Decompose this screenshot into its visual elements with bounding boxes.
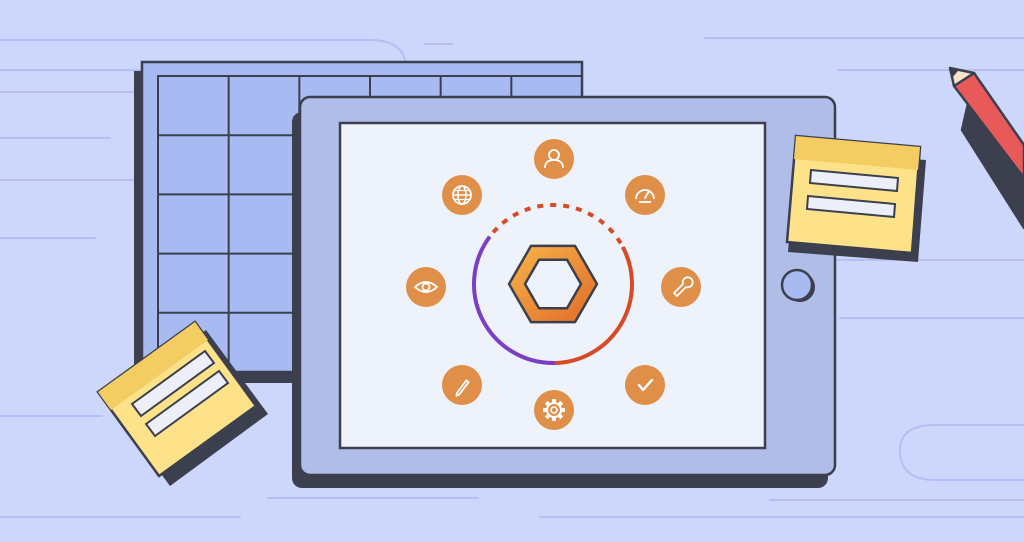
wrench-icon-glyph — [673, 276, 694, 297]
user-icon — [534, 139, 574, 179]
bg-line — [0, 39, 406, 61]
tablet-home-button[interactable] — [780, 268, 814, 302]
speedometer-icon-glyph — [635, 189, 655, 203]
icon-circle — [625, 365, 665, 405]
speedometer-icon — [625, 175, 665, 215]
hexagon-icon — [507, 244, 599, 324]
sticky-note-left — [96, 320, 268, 486]
checkmark-icon-glyph — [637, 378, 654, 392]
pencil-icon — [948, 66, 1024, 230]
sticky-note-header — [98, 322, 208, 410]
pencil-tip-lead — [949, 67, 959, 77]
hexagon-shape — [507, 244, 599, 324]
orbit-icons — [406, 139, 701, 430]
progress-ring-purple-segment — [472, 235, 556, 365]
sticky-note-line — [144, 369, 230, 438]
gear-icon-glyph — [543, 399, 565, 421]
sticky-note-header — [794, 136, 920, 170]
icon-circle — [534, 139, 574, 179]
icon-circle — [534, 390, 574, 430]
icon-circle — [406, 267, 446, 307]
eye-icon-glyph — [413, 281, 439, 293]
globe-icon — [442, 175, 482, 215]
sticky-note-right — [785, 134, 926, 262]
wrench-icon — [661, 267, 701, 307]
sticky-note-line — [808, 168, 900, 193]
user-icon-glyph — [544, 149, 564, 169]
pencil-icon — [442, 365, 482, 405]
progress-ring-red-segment — [555, 245, 634, 365]
gear-icon — [534, 390, 574, 430]
globe-icon-glyph — [452, 185, 472, 205]
icon-circle — [625, 175, 665, 215]
bg-line — [898, 424, 1024, 481]
progress-ring — [472, 203, 634, 365]
sticky-note-line — [805, 194, 897, 219]
checkmark-icon — [625, 365, 665, 405]
pencil-icon-glyph — [455, 379, 470, 397]
sticky-note-line — [130, 349, 216, 418]
background-lines — [0, 37, 1024, 518]
eye-icon — [406, 267, 446, 307]
